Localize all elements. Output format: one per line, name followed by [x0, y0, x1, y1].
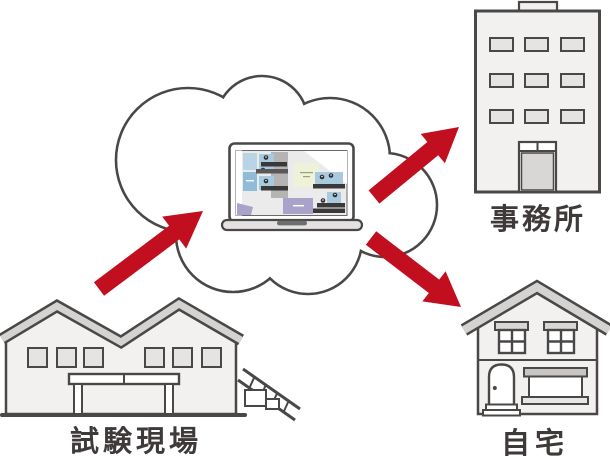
plan-zone-purple-wedge — [237, 203, 253, 215]
factory-windows — [27, 347, 222, 368]
arrow-cloud-to-office — [368, 127, 459, 204]
laptop-icon — [220, 142, 364, 232]
door-knob — [492, 386, 497, 390]
factory-ground-line — [0, 413, 247, 417]
device-label-chips — [256, 162, 345, 213]
plan-zone-green — [294, 163, 319, 187]
plan-zone-blue-1 — [243, 153, 257, 170]
house-lower-window — [521, 367, 589, 405]
house-icon — [460, 279, 610, 417]
house-door — [482, 363, 521, 417]
plan-zone-blue-6 — [327, 192, 341, 206]
factory-garage-door — [67, 372, 181, 415]
home-label: 自宅 — [501, 426, 569, 456]
plan-zone-blue-2 — [243, 172, 257, 191]
office-door — [517, 140, 558, 194]
office-building-icon — [474, 0, 601, 194]
arrow-site-to-cloud — [93, 211, 203, 296]
house-upper-windows — [494, 321, 578, 355]
factory-icon — [0, 296, 301, 422]
arrows — [93, 127, 461, 307]
factory-ramp — [237, 367, 301, 422]
office-windows — [489, 37, 585, 124]
arrow-cloud-to-home — [365, 231, 461, 307]
site-label: 試験現場 — [70, 424, 202, 456]
laptop-base-notch — [277, 220, 307, 226]
floor-plan-view — [236, 150, 347, 216]
office-label: 事務所 — [490, 203, 586, 236]
